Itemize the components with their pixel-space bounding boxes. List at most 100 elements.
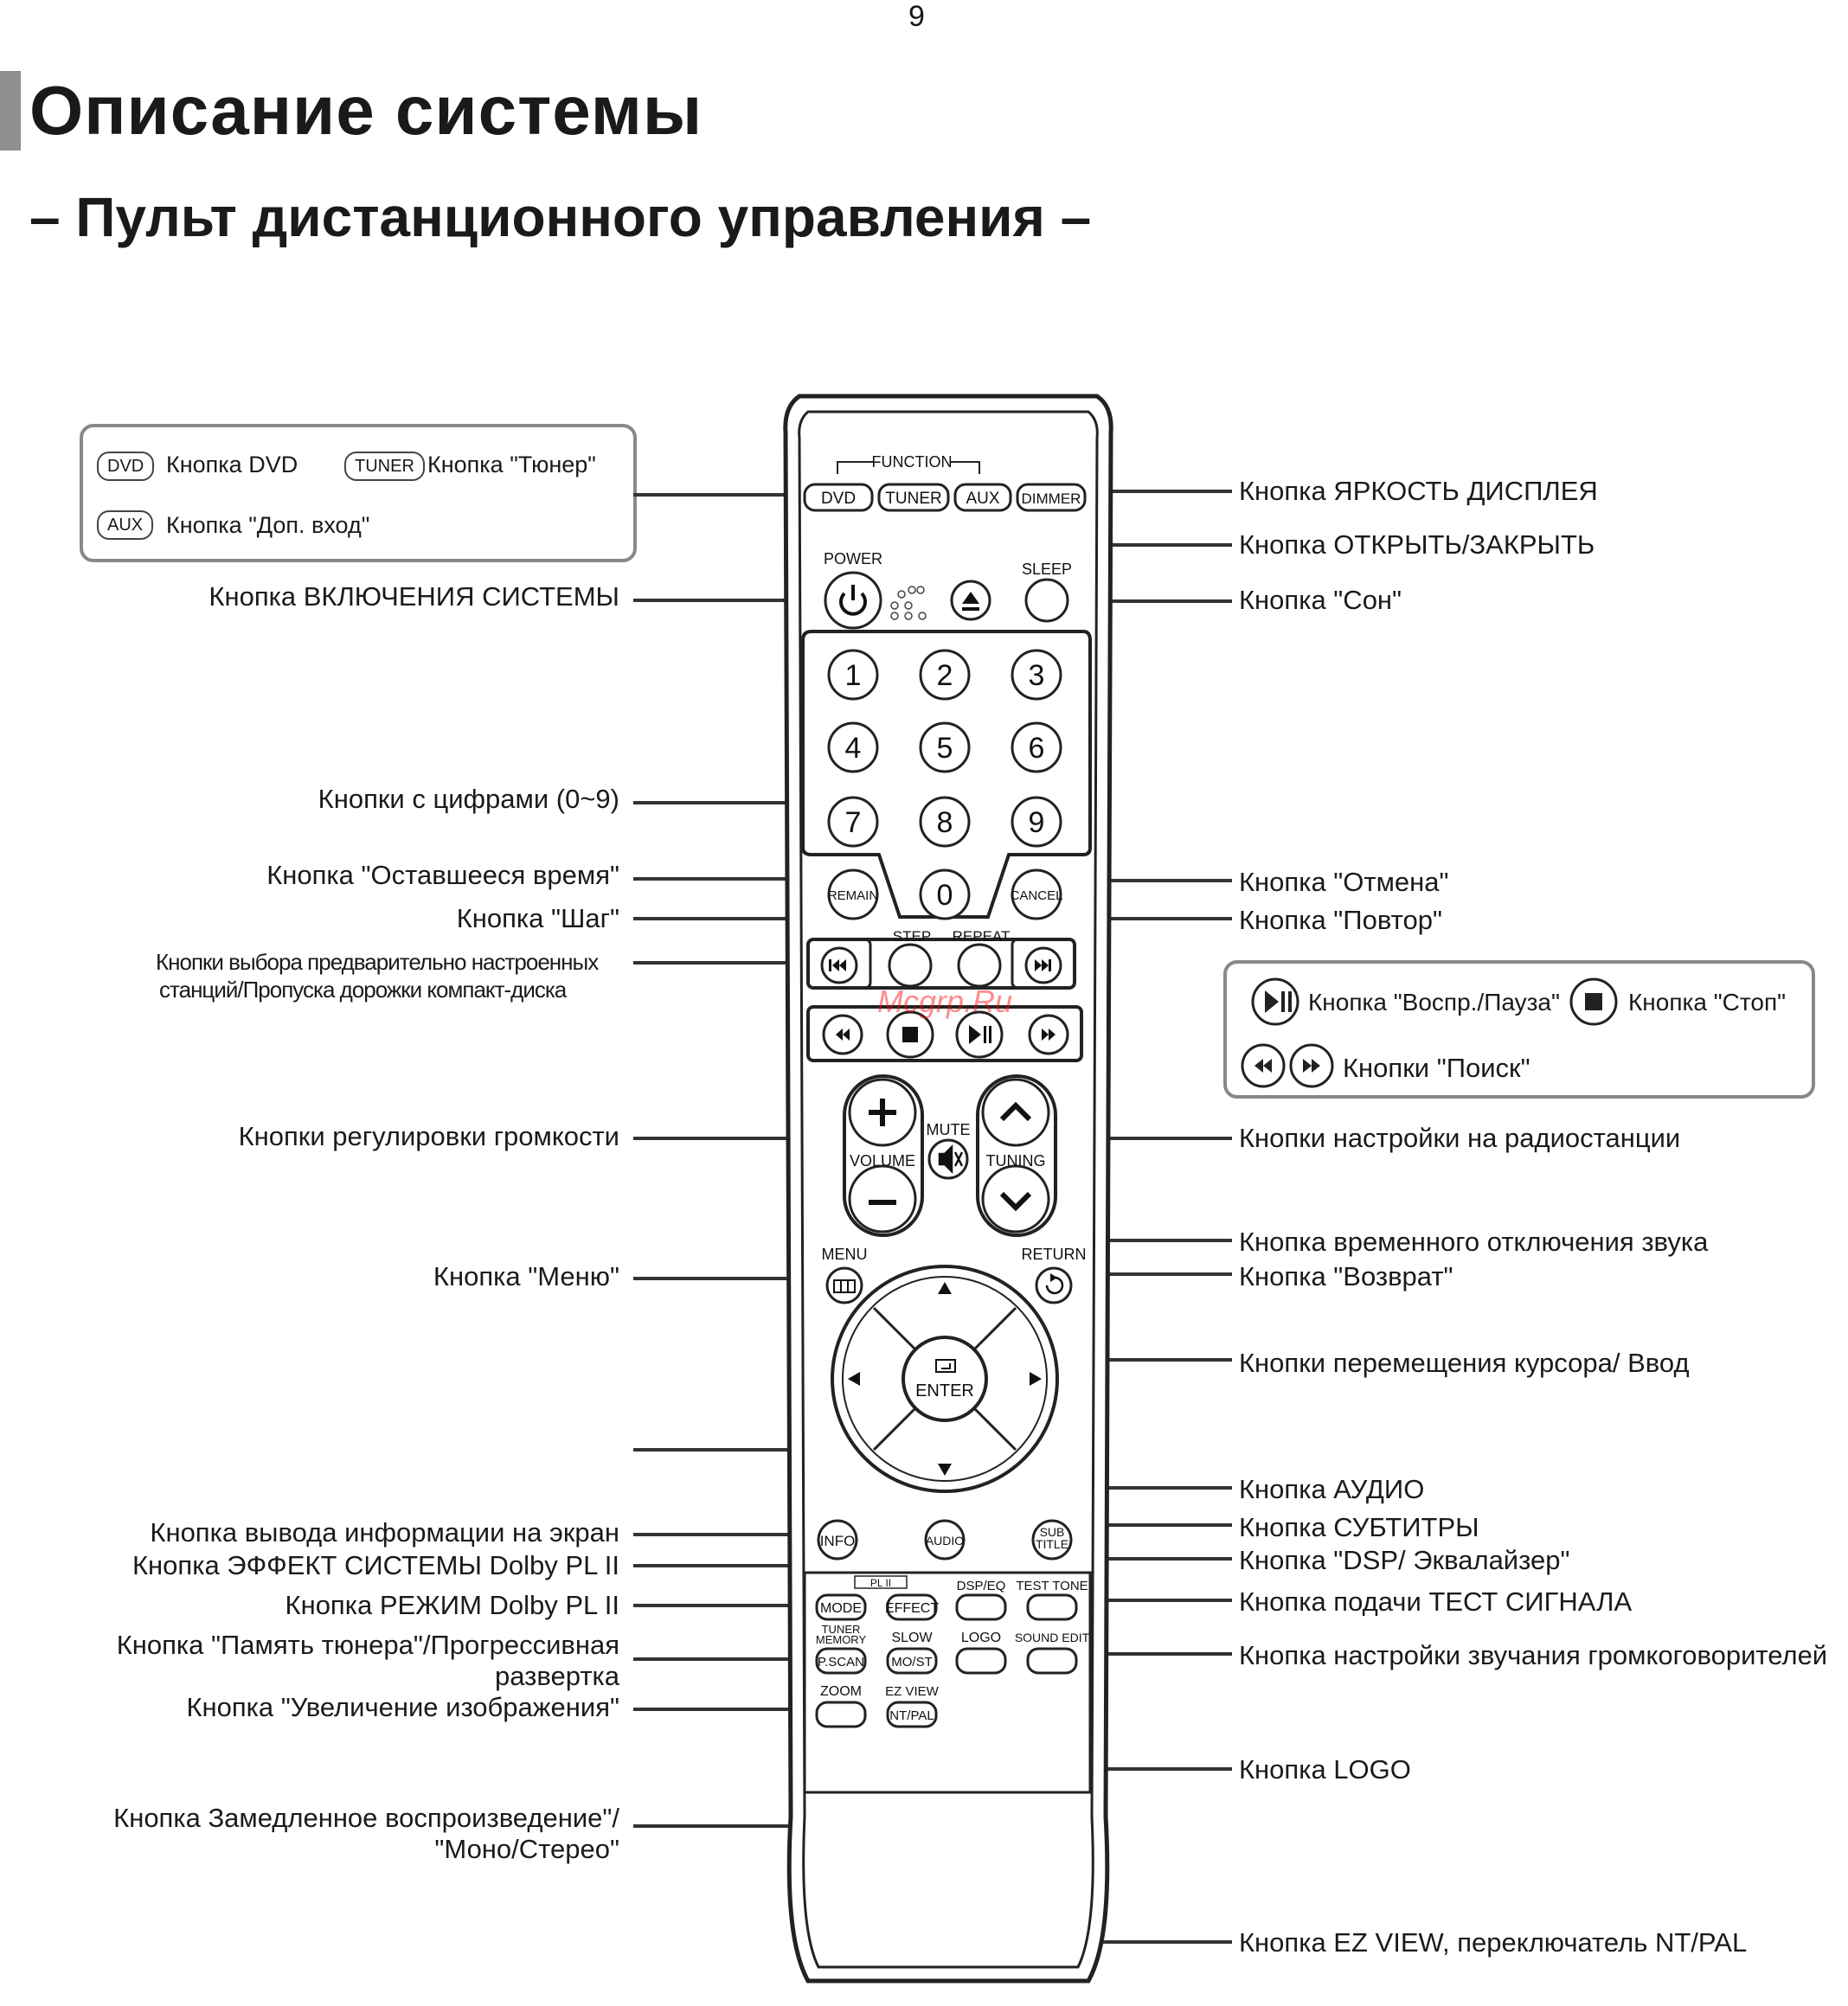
label-zoom: Кнопка "Увеличение изображения" <box>186 1692 619 1722</box>
label-digits: Кнопки с цифрами (0~9) <box>318 784 619 814</box>
remote-slow-label: SLOW <box>891 1631 933 1645</box>
remote-enter-button <box>902 1336 988 1422</box>
label-skip-line1: Кнопки выбора предварительно настроенных <box>156 949 599 975</box>
digit-6: 6 <box>1029 732 1045 765</box>
remote-mute-label: MUTE <box>927 1121 971 1138</box>
remote-mode-label: MODE <box>820 1601 862 1616</box>
legend-dvd-text: Кнопка DVD <box>166 452 298 477</box>
label-pscan-line1: Кнопка "Память тюнера"/Прогрессивная <box>116 1630 619 1660</box>
remote-nt-pal-button <box>886 1701 938 1728</box>
digit-0: 0 <box>937 879 953 912</box>
label-audio: Кнопка АУДИО <box>1239 1474 1425 1504</box>
remote-audio-button <box>924 1519 966 1561</box>
remote-nt-pal-label: NT/PAL <box>889 1708 934 1723</box>
label-power: Кнопка ВКЛЮЧЕНИЯ СИСТЕМЫ <box>209 581 619 612</box>
remote-info-label: INFO <box>820 1533 856 1549</box>
digit-2: 2 <box>937 659 953 692</box>
remote-mo-st-button <box>886 1647 938 1675</box>
legend-stop-text: Кнопка "Стоп" <box>1628 989 1787 1016</box>
remote-ez-view-label: EZ VIEW <box>885 1684 940 1699</box>
remote-tuner-label: TUNER <box>885 490 941 508</box>
label-remain: Кнопка "Оставшееся время" <box>266 860 619 890</box>
label-cancel: Кнопка "Отмена" <box>1239 867 1449 897</box>
arrow-icons <box>848 1282 1042 1476</box>
legend-tuner-text: Кнопка "Тюнер" <box>427 452 596 477</box>
label-effect: Кнопка ЭФФЕКТ СИСТЕМЫ Dolby PL II <box>132 1550 619 1580</box>
label-open-close: Кнопка ОТКРЫТЬ/ЗАКРЫТЬ <box>1239 529 1595 560</box>
label-volume: Кнопки регулировки громкости <box>238 1121 619 1151</box>
remote-effect-button <box>886 1593 938 1621</box>
remote-dvd-label: DVD <box>821 490 856 508</box>
remote-dimmer-label: DIMMER <box>1022 490 1081 507</box>
remote-effect-label: EFFECT <box>885 1601 939 1616</box>
remote-sleep-button <box>1024 578 1069 623</box>
label-slow-line1: Кнопка Замедленное воспроизведение"/ <box>113 1803 619 1833</box>
label-dsp: Кнопка "DSP/ Эквалайзер" <box>1239 1545 1570 1575</box>
remote-volume-label: VOLUME <box>850 1152 915 1170</box>
remote-tuning-up-button <box>981 1078 1050 1147</box>
remote-tuning-label: TUNING <box>986 1152 1046 1170</box>
page-subtitle: – Пульт дистанционного управления – <box>29 186 1092 248</box>
remote-dsp-eq-button <box>955 1593 1007 1621</box>
page-title: Описание системы <box>29 72 703 149</box>
legend-aux-chip: AUX <box>97 510 154 540</box>
remote-title-label: TITLE <box>1036 1537 1068 1551</box>
legend-play-box <box>1223 960 1815 1099</box>
remote-audio-label: AUDIO <box>926 1534 964 1548</box>
digit-buttons <box>827 649 1062 988</box>
remote-step-label: STEP <box>893 928 931 945</box>
label-dimmer: Кнопка ЯРКОСТЬ ДИСПЛЕЯ <box>1239 476 1598 506</box>
remote-volume-down-button <box>848 1164 917 1234</box>
remote-menu-button <box>825 1266 863 1304</box>
label-sound-edit: Кнопка настройки звучания громкоговорите… <box>1239 1640 1828 1670</box>
remote-tuner-memory-line1: TUNER <box>822 1623 861 1636</box>
sensor-dots <box>890 586 927 620</box>
remote-sleep-label: SLEEP <box>1022 561 1072 578</box>
legend-play-pause-icon <box>1251 977 1299 1026</box>
label-mode: Кнопка РЕЖИМ Dolby PL II <box>285 1590 619 1620</box>
remote-power-label: POWER <box>824 550 882 567</box>
label-menu: Кнопка "Меню" <box>433 1261 619 1291</box>
remote-pscan-label: P.SCAN <box>818 1655 864 1670</box>
legend-tuner-chip: TUNER <box>344 452 425 481</box>
remote-zoom-label: ZOOM <box>820 1684 862 1699</box>
remote-cancel-label: CANCEL <box>1011 888 1063 903</box>
remote-logo-label: LOGO <box>961 1631 1001 1645</box>
remote-dvd-button <box>803 483 874 512</box>
remote-sound-edit-label: SOUND EDIT <box>1015 1631 1090 1644</box>
digit-9: 9 <box>1029 806 1045 839</box>
remote-test-tone-label: TEST TONE <box>1016 1579 1088 1593</box>
page-number: 9 <box>908 0 925 33</box>
remote-tuning-down-button <box>981 1164 1050 1234</box>
remote-tuner-memory-line2: MEMORY <box>816 1633 867 1646</box>
label-sleep: Кнопка "Сон" <box>1239 585 1402 615</box>
remote-body <box>783 394 1113 1984</box>
remote-aux-button <box>953 483 1012 512</box>
label-logo: Кнопка LOGO <box>1239 1754 1411 1785</box>
digit-panel <box>801 630 1092 919</box>
remote-pscan-button <box>815 1647 867 1675</box>
label-slow-line2: "Моно/Стерео" <box>434 1834 619 1864</box>
remote-mo-st-label: MO/ST <box>891 1655 933 1670</box>
eject-icon <box>962 592 979 604</box>
legend-stop-icon <box>1569 977 1618 1026</box>
label-info: Кнопка вывода информации на экран <box>150 1517 619 1548</box>
label-mute: Кнопка временного отключения звука <box>1239 1227 1709 1257</box>
label-test-tone: Кнопка подачи ТЕСТ СИГНАЛА <box>1239 1586 1633 1617</box>
digit-8: 8 <box>937 806 953 839</box>
remote-enter-label: ENTER <box>915 1381 974 1400</box>
legend-search-text: Кнопки "Поиск" <box>1343 1053 1530 1083</box>
digit-4: 4 <box>845 732 862 765</box>
remote-sound-edit-button <box>1026 1647 1078 1675</box>
legend-rewind-icon <box>1241 1043 1286 1088</box>
power-icon <box>839 585 867 616</box>
remote-dsp-eq-label: DSP/EQ <box>957 1579 1006 1593</box>
remote-zoom-button <box>815 1701 867 1728</box>
label-tuning: Кнопки настройки на радиостанции <box>1239 1123 1681 1153</box>
label-subtitle: Кнопка СУБТИТРЫ <box>1239 1512 1479 1542</box>
label-skip-line2: станций/Пропуска дорожки компакт-диска <box>159 977 567 1003</box>
remote-function-label: FUNCTION <box>872 453 953 471</box>
remote-test-tone-button <box>1026 1593 1078 1621</box>
label-repeat: Кнопка "Повтор" <box>1239 905 1442 935</box>
